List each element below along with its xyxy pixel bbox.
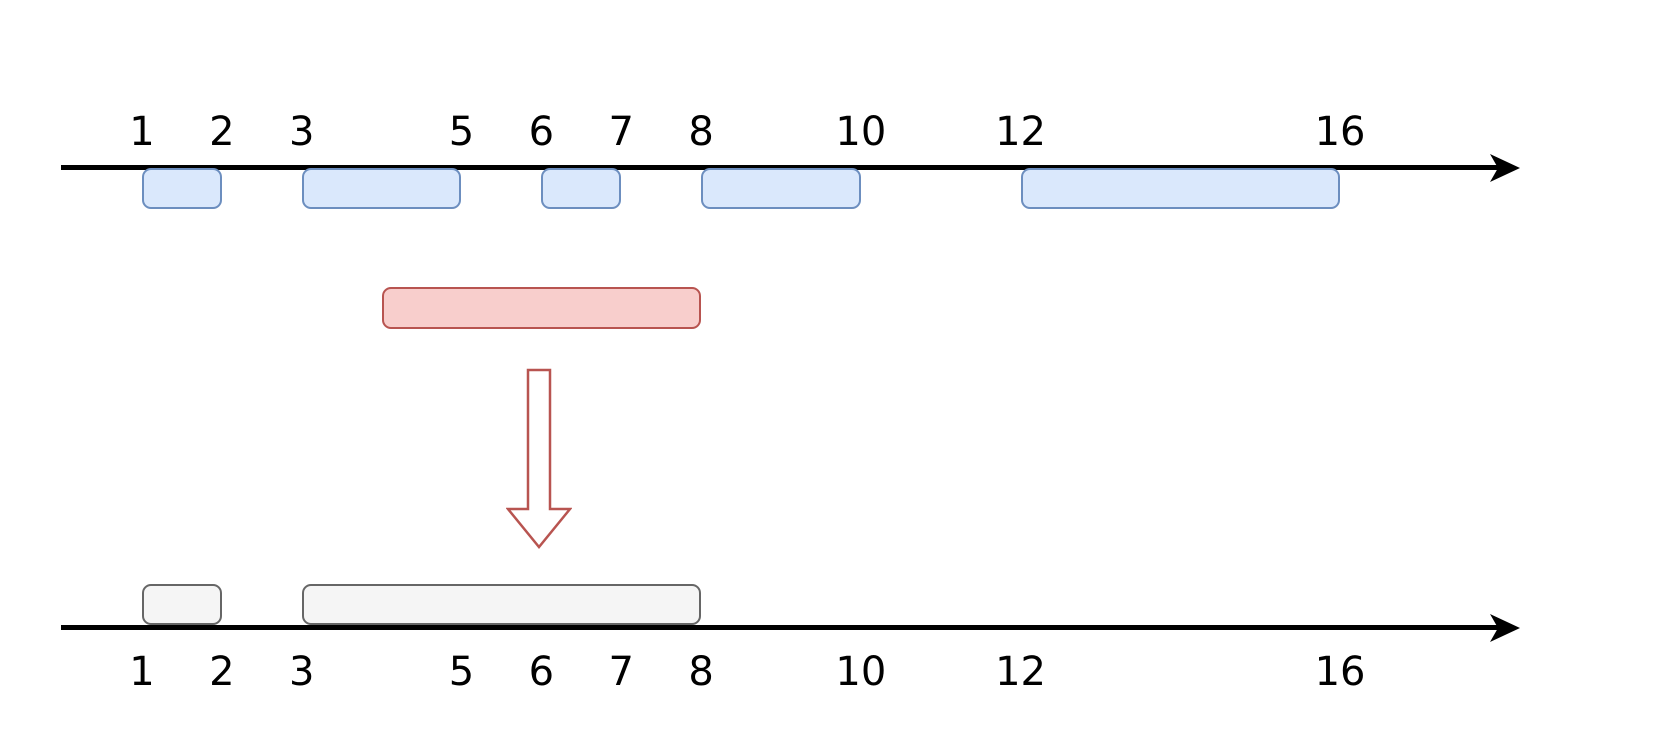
bottom-axis-line [61,625,1501,630]
top-axis-tick-10: 10 [835,109,887,155]
bottom-axis-tick-5: 5 [448,649,475,695]
top-axis-tick-12: 12 [995,109,1047,155]
bottom-axis-arrowhead-icon [1490,614,1520,642]
top-axis-interval-12-16 [1020,168,1341,209]
bottom-axis-interval-1-2 [142,584,222,625]
bottom-axis-tick-3: 3 [289,649,315,695]
down-arrow-icon [506,368,572,549]
top-axis-interval-8-10 [701,168,861,209]
top-axis-tick-6: 6 [528,109,555,155]
top-axis-arrowhead-icon [1490,154,1520,182]
top-axis-tick-8: 8 [688,109,714,155]
new-interval-bar [381,287,702,329]
top-axis-tick-2: 2 [209,109,235,155]
top-axis-tick-1: 1 [129,109,155,155]
top-axis-interval-1-2 [142,168,222,209]
top-axis-interval-3-5 [301,168,462,209]
top-axis-tick-3: 3 [289,109,315,155]
bottom-axis-tick-8: 8 [688,649,714,695]
bottom-axis-tick-7: 7 [608,649,634,695]
bottom-axis-interval-3-8 [301,584,702,625]
top-axis-tick-16: 16 [1314,109,1366,155]
top-axis-tick-7: 7 [608,109,634,155]
bottom-axis-tick-2: 2 [209,649,235,695]
bottom-axis-tick-16: 16 [1314,649,1366,695]
bottom-axis-tick-6: 6 [528,649,555,695]
top-axis-tick-5: 5 [448,109,475,155]
bottom-axis-tick-1: 1 [129,649,155,695]
bottom-axis-tick-10: 10 [835,649,887,695]
top-axis-line [61,165,1501,170]
top-axis-interval-6-7 [541,168,622,209]
bottom-axis-tick-12: 12 [995,649,1047,695]
